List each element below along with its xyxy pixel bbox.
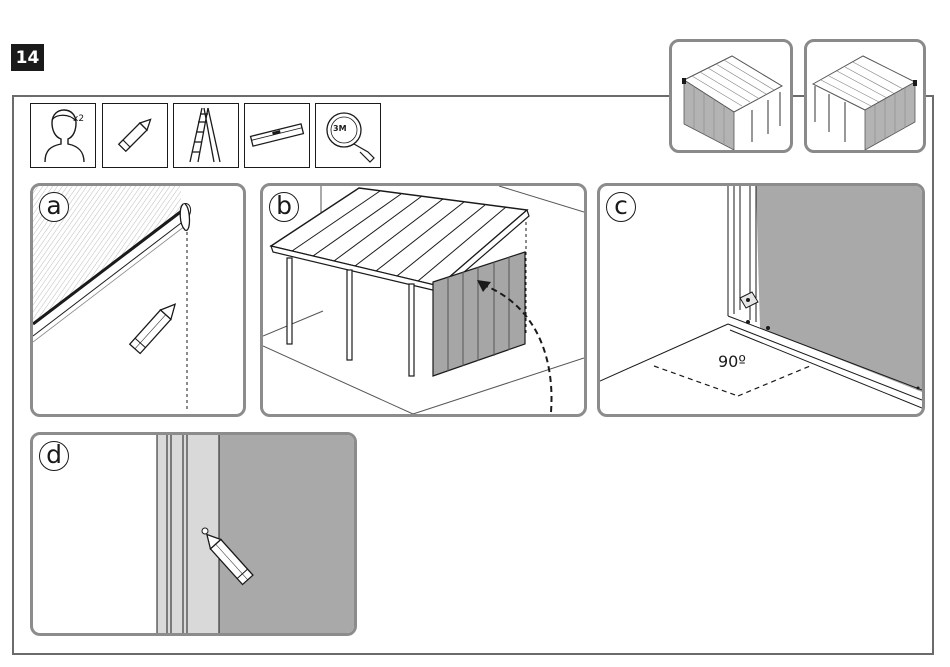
panel-b-illustration: [263, 186, 584, 414]
level-icon: [245, 104, 308, 166]
tool-two-people: x2: [30, 103, 96, 168]
panel-b-label: b: [269, 192, 299, 222]
panel-c-illustration: [600, 186, 922, 414]
panel-c-label: c: [606, 192, 636, 222]
panel-d-illustration: [33, 435, 354, 633]
panel-d: d: [30, 432, 357, 636]
tape-size-label: 3M: [333, 124, 347, 133]
panel-a-label: a: [39, 192, 69, 222]
panel-a: a: [30, 183, 246, 417]
tool-pencil: [102, 103, 168, 168]
people-multiplier: x2: [73, 114, 84, 124]
ladder-icon: [174, 104, 237, 166]
step-number-badge: 14: [11, 44, 44, 71]
tape-measure-icon: [316, 104, 379, 166]
panel-c: c 90º: [597, 183, 925, 417]
panel-b: b: [260, 183, 587, 417]
step-number: 14: [16, 48, 40, 68]
pencil-icon: [103, 104, 166, 166]
tool-ladder: [173, 103, 239, 168]
two-people-icon: [31, 104, 94, 166]
panel-a-illustration: [33, 186, 243, 414]
tool-level: [244, 103, 310, 168]
angle-label: 90º: [718, 352, 746, 371]
thumbnail-right-wall: [804, 39, 926, 153]
panel-d-label: d: [39, 441, 69, 471]
tool-tape-measure: 3M: [315, 103, 381, 168]
thumbnail-left-wall: [669, 39, 793, 153]
